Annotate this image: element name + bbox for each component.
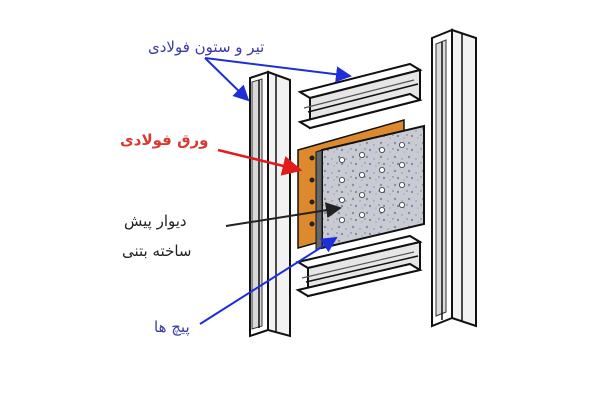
precast-wall-label-line1: دیوار پیش [124, 212, 187, 230]
precast-wall-arrow [225, 202, 342, 227]
beam-column-label: تیر و ستون فولادی [148, 38, 265, 56]
precast-wall-label-line2: ساخته بتنی [122, 242, 192, 260]
left-steel-column [249, 70, 291, 338]
steel-plate-label: ورق فولادی [120, 131, 209, 149]
top-steel-beam [297, 62, 423, 130]
beam-column-arrow-right [204, 57, 352, 83]
steel-plate-arrow [217, 148, 303, 176]
arrows [199, 57, 352, 325]
bolts-label: پیچ ها [154, 318, 190, 336]
bolt-icon [338, 141, 405, 223]
right-steel-column [431, 28, 477, 328]
bolts-arrow [199, 236, 338, 325]
concrete-panel-icon [315, 124, 425, 251]
bottom-steel-beam [295, 234, 423, 298]
beam-column-arrow-left [204, 57, 250, 102]
